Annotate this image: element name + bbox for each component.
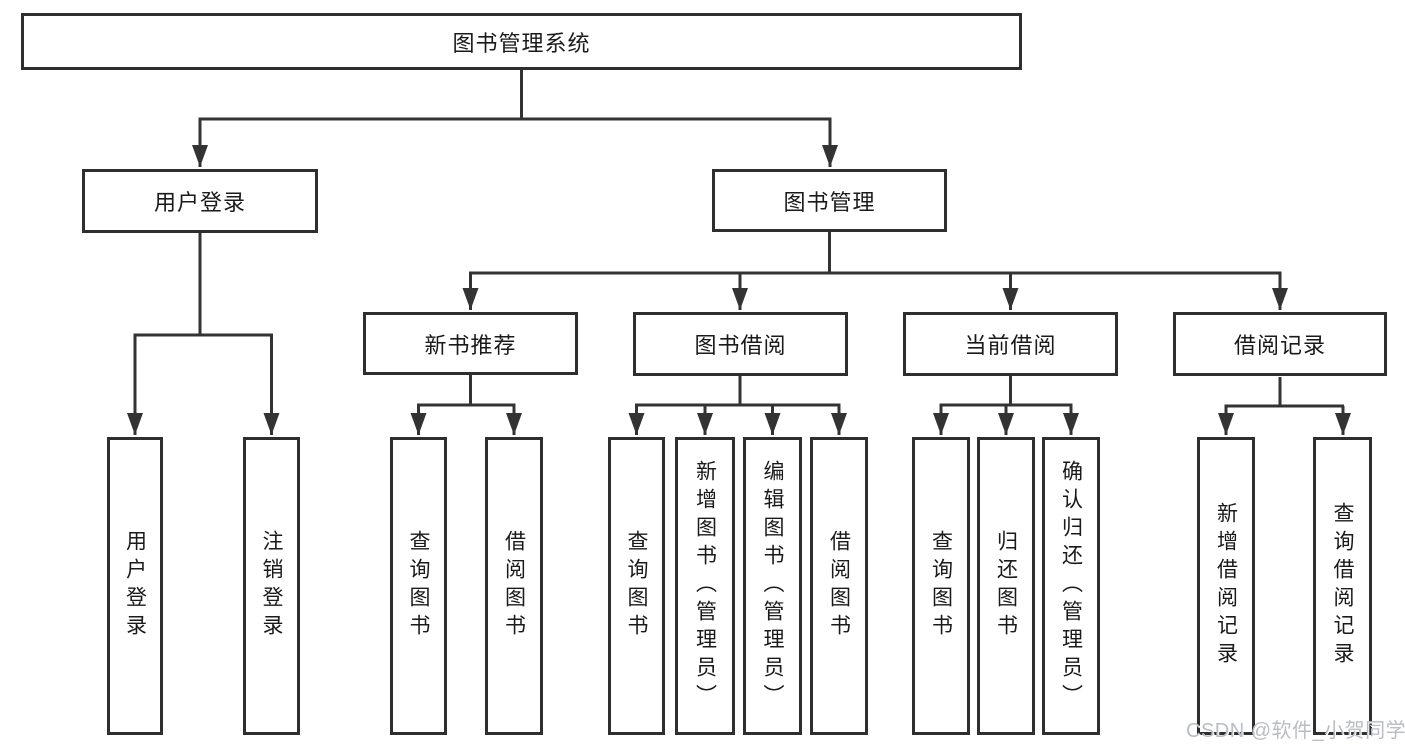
leaf-label: 归还图书 [994,530,1018,642]
leaf-label: 借阅图书 [502,530,526,642]
leaf-label: 新增借阅记录 [1214,502,1238,670]
node-book-borrow: 图书借阅 [633,312,848,376]
node-br-query-record: 查询借阅记录 [1313,437,1372,735]
node-user-login: 用户登录 [82,169,318,233]
node-nb-borrow-book: 借阅图书 [485,437,543,735]
node-bb-edit-book-admin: 编辑图书（管理员） [743,437,802,735]
node-library-management-system: 图书管理系统 [21,13,1022,70]
node-new-book-recommend: 新书推荐 [363,312,578,375]
leaf-label: 确认归还（管理员） [1059,460,1083,712]
node-borrow-record: 借阅记录 [1173,312,1387,376]
leaf-label: 查询图书 [625,530,649,642]
node-cb-query-book: 查询图书 [912,437,970,735]
node-user-login-action: 用户登录 [107,437,163,735]
leaf-label: 注销登录 [260,530,284,642]
leaf-label: 借阅图书 [827,530,851,642]
leaf-label: 查询借阅记录 [1331,502,1355,670]
leaf-label: 查询图书 [929,530,953,642]
node-nb-query-book: 查询图书 [390,437,447,735]
csdn-watermark: CSDN @软件_小贺同学 [1186,720,1405,742]
node-book-management: 图书管理 [712,169,947,232]
node-current-borrow: 当前借阅 [903,312,1118,376]
node-cb-return-book: 归还图书 [977,437,1035,735]
node-bb-borrow-book: 借阅图书 [810,437,868,735]
node-cb-confirm-return-admin: 确认归还（管理员） [1042,437,1100,735]
node-logout-action: 注销登录 [243,437,300,735]
node-bb-query-book: 查询图书 [608,437,665,735]
leaf-label: 查询图书 [407,530,431,642]
node-bb-add-book-admin: 新增图书（管理员） [675,437,735,735]
leaf-label: 用户登录 [123,530,147,642]
leaf-label: 编辑图书（管理员） [761,460,785,712]
leaf-label: 新增图书（管理员） [693,460,717,712]
node-br-add-record: 新增借阅记录 [1197,437,1255,735]
